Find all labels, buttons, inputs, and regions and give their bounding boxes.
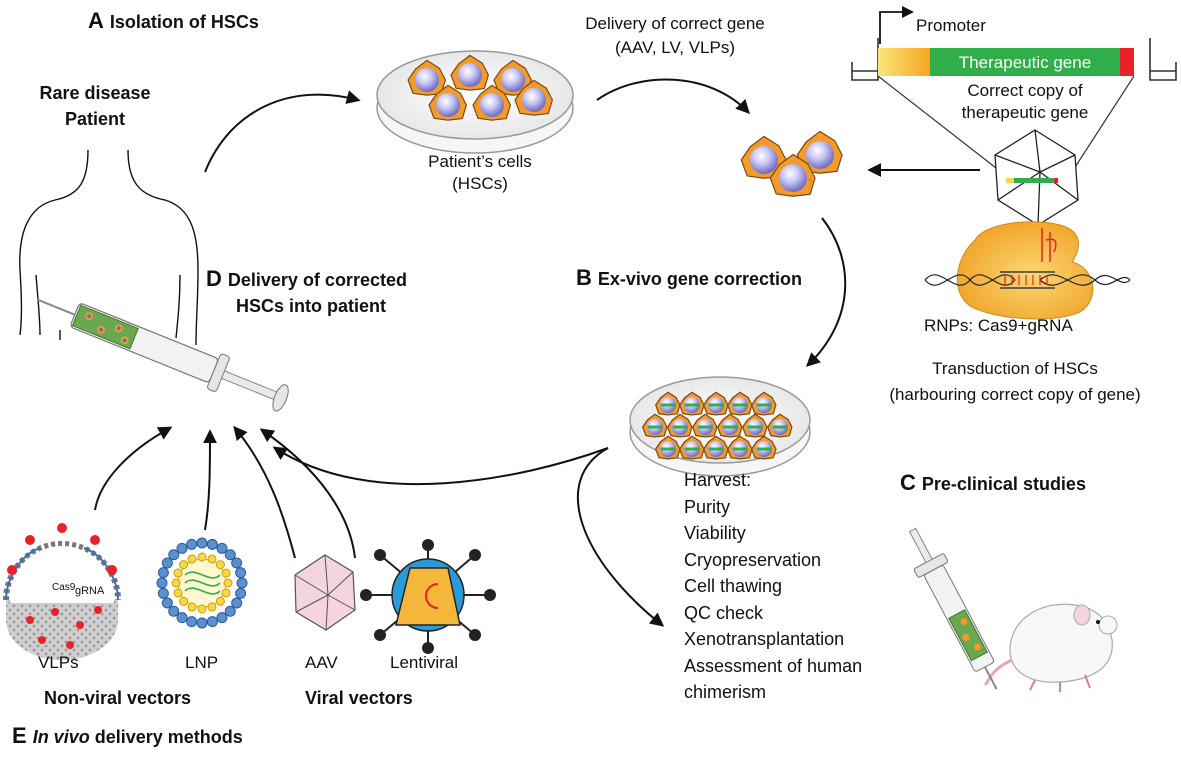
- vlp-cas9-label: Cas9: [52, 582, 76, 593]
- hsc-cell: [514, 79, 553, 116]
- hsc-cell: [472, 84, 511, 121]
- hsc-cell: [428, 84, 467, 121]
- hsc-cell: [655, 435, 681, 460]
- hsc-cells-loose: [740, 130, 843, 197]
- aav-vector-icon: [294, 554, 356, 631]
- petri-dish-transduced-cells: [629, 376, 811, 477]
- harvest-item: Purity: [684, 496, 731, 517]
- hsc-cell: [751, 391, 777, 416]
- hsc-cell: [667, 413, 693, 438]
- promoter-label: Promoter: [916, 16, 986, 35]
- patient-syringe: [37, 298, 289, 412]
- construct-gene-label: Therapeutic gene: [959, 53, 1091, 72]
- hsc-cell: [767, 413, 793, 438]
- flow-arrows: [94, 78, 980, 627]
- patient-figure: [19, 149, 199, 346]
- vlp-icon: [3, 523, 121, 660]
- harvest-item: chimerism: [684, 682, 767, 702]
- harvest-item: Xenotransplantation: [684, 629, 845, 649]
- lnp-icon: [156, 537, 248, 629]
- hsc-cell: [727, 391, 753, 416]
- mouse-icon: [983, 603, 1118, 692]
- cas9-rnp-icon: [924, 221, 1131, 320]
- gene-construct: [851, 6, 1177, 176]
- transduced-cells: [642, 391, 793, 460]
- delivery-gene-label: Delivery of correct gene(AAV, LV, VLPs): [585, 14, 765, 57]
- transduction-label: Transduction of HSCs(harbouring correct …: [889, 359, 1141, 404]
- hsc-cell: [679, 435, 705, 460]
- aav-capsid-icon: [994, 129, 1079, 226]
- hsc-cell: [692, 413, 718, 438]
- harvest-item: Assessment of human: [684, 655, 863, 676]
- harvest-item: Viability: [684, 523, 746, 543]
- viral-vectors-label: Viral vectors: [305, 688, 413, 708]
- hsc-cell: [642, 413, 668, 438]
- lentiviral-icon: [360, 539, 496, 654]
- hsc-cell: [769, 153, 816, 197]
- hsc-cells-dish: [407, 54, 553, 121]
- harvest-item: Cryopreservation: [684, 549, 822, 570]
- mouse-syringe: [908, 527, 998, 690]
- hsc-cell: [742, 413, 768, 438]
- hsc-cell: [703, 435, 729, 460]
- harvest-item: QC check: [684, 602, 764, 623]
- petri-dish-patient-cells: [376, 50, 574, 154]
- harvest-item: Cell thawing: [684, 576, 783, 596]
- lentiviral-label: Lentiviral: [390, 653, 459, 672]
- hsc-cell: [450, 54, 489, 91]
- vlp-label: VLPs: [38, 653, 79, 672]
- hsc-cell: [703, 391, 729, 416]
- harvest-list: Harvest: Purity Viability Cryopreservati…: [684, 467, 862, 706]
- rnp-label: RNPs: Cas9+gRNA: [924, 316, 1073, 335]
- patient-cells-label: Patient’s cells(HSCs): [428, 152, 532, 193]
- vlp-grna-label: gRNA: [75, 585, 105, 597]
- non-viral-vectors-label: Non-viral vectors: [44, 688, 192, 708]
- hsc-cell: [717, 413, 743, 438]
- hsc-cell: [796, 130, 843, 174]
- harvest-title: Harvest:: [684, 470, 752, 490]
- hsc-cell: [679, 391, 705, 416]
- hsc-cell: [655, 391, 681, 416]
- hsc-cell: [727, 435, 753, 460]
- aav-label: AAV: [305, 653, 338, 672]
- lnp-label: LNP: [185, 653, 219, 672]
- hsc-cell: [751, 435, 777, 460]
